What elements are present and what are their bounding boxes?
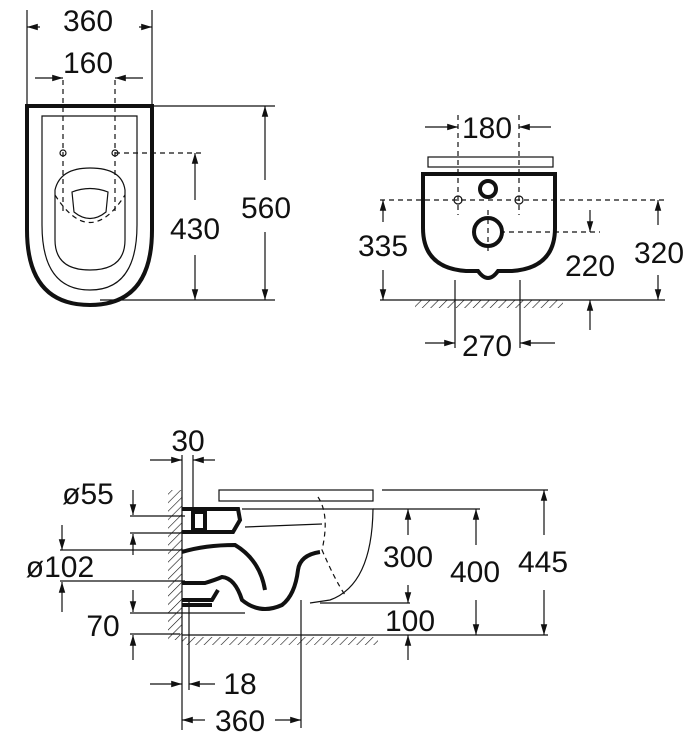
dim-depth: 360 xyxy=(215,705,265,738)
front-outline xyxy=(421,172,557,280)
dim-outlet-offset: 70 xyxy=(86,610,119,643)
front-view: 180 335 220 320 270 xyxy=(358,112,684,363)
dim-rim-height: 400 xyxy=(450,556,500,589)
dim-outlet-height: 220 xyxy=(565,250,615,283)
dim-foot-width: 270 xyxy=(462,330,512,363)
dim-hole-spacing: 160 xyxy=(63,47,113,80)
dim-wall-offset: 18 xyxy=(223,668,256,701)
dim-bowl-height: 300 xyxy=(383,541,433,574)
dim-inlet-height: 320 xyxy=(634,237,684,270)
dim-hole-depth: 430 xyxy=(170,213,220,246)
dim-front-hole-spacing: 180 xyxy=(462,112,512,145)
dim-base-offset: 100 xyxy=(385,605,435,638)
top-outline xyxy=(25,104,154,308)
dim-width: 360 xyxy=(63,5,113,38)
dim-seat-height: 445 xyxy=(518,546,568,579)
side-seat xyxy=(218,489,374,502)
dim-length: 560 xyxy=(241,192,291,225)
fixing-hole xyxy=(59,149,67,157)
dim-hole-height: 335 xyxy=(358,230,408,263)
dim-inlet-diameter: ø55 xyxy=(62,478,114,511)
dim-wall-gap: 30 xyxy=(171,425,204,458)
floor-hatch xyxy=(182,637,378,645)
top-view: 360 160 430 560 xyxy=(25,5,291,308)
side-view: 30 ø55 ø102 70 300 400 445 100 18 360 xyxy=(26,425,568,738)
seat-lid xyxy=(427,156,554,168)
wall-hatch xyxy=(168,490,182,640)
dim-outlet-diameter: ø102 xyxy=(26,551,94,584)
